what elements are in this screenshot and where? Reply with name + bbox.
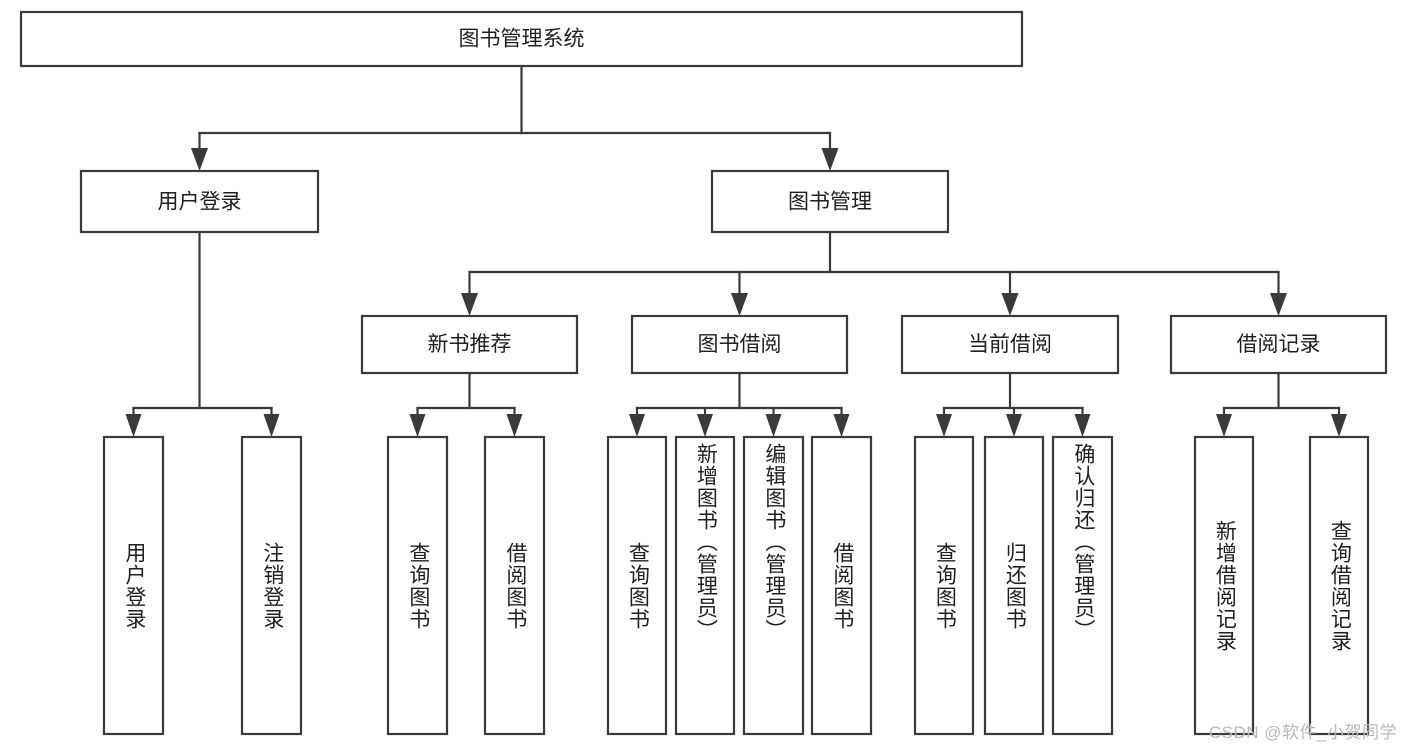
- leaf-boxes: [102, 435, 1370, 736]
- leaf-rect-edit-book-admin[interactable]: [742, 435, 805, 736]
- arrowhead-to-borrow-record: [1270, 293, 1287, 316]
- leaf-rect-borrow-book[interactable]: [810, 435, 873, 736]
- leaf-rect-query-book-borrow[interactable]: [606, 435, 668, 736]
- node-book-borrow[interactable]: 图书借阅: [630, 314, 849, 375]
- node-root-label: 图书管理系统: [459, 28, 585, 51]
- connector-book-borrow-to-leaves: [629, 371, 850, 437]
- node-book-borrow-label: 图书借阅: [698, 333, 782, 356]
- leaf-rect-query-book-rec[interactable]: [386, 435, 449, 736]
- node-user-login-rect[interactable]: [79, 169, 320, 234]
- leaf-rect-add-borrow-record[interactable]: [1193, 435, 1255, 736]
- leaf-rect-user-login[interactable]: [102, 435, 165, 736]
- arrowhead-user-login-leaf-2: [263, 414, 280, 437]
- arrowhead-to-new-book-rec: [461, 293, 478, 316]
- csdn-watermark: CSDN @软件_小贺同学: [1208, 723, 1397, 742]
- connector-book-mgmt-to-level2: [461, 230, 1287, 316]
- node-current-borrow-rect[interactable]: [900, 314, 1120, 375]
- node-root[interactable]: 图书管理系统: [19, 10, 1024, 68]
- connector-current-borrow-to-leaves: [936, 371, 1091, 437]
- leaf-rect-borrow-book-rec[interactable]: [483, 435, 546, 736]
- node-new-book-recommend-rect[interactable]: [360, 314, 579, 375]
- leaf-rect-logout[interactable]: [240, 435, 303, 736]
- node-new-book-recommend-label: 新书推荐: [428, 333, 512, 356]
- connector-user-login-to-leaves: [125, 230, 280, 437]
- node-borrow-record-label: 借阅记录: [1237, 333, 1321, 356]
- node-book-management[interactable]: 图书管理: [710, 169, 950, 234]
- node-book-management-label: 图书管理: [788, 191, 872, 214]
- node-user-login[interactable]: 用户登录: [79, 169, 320, 234]
- leaf-rect-query-borrow-record[interactable]: [1308, 435, 1370, 736]
- connector-new-book-rec-to-leaves: [409, 371, 523, 437]
- node-current-borrow-label: 当前借阅: [968, 333, 1052, 356]
- connector-root-to-level1: [191, 64, 839, 171]
- connector-borrow-record-to-leaves: [1216, 371, 1347, 437]
- arrowhead-user-login-leaf-1: [125, 414, 142, 437]
- node-user-login-label: 用户登录: [158, 191, 242, 214]
- arrowhead-to-book-mgmt: [821, 148, 839, 171]
- node-current-borrow[interactable]: 当前借阅: [900, 314, 1120, 375]
- leaf-rect-return-book[interactable]: [983, 435, 1045, 736]
- leaf-rect-confirm-return-admin[interactable]: [1051, 435, 1114, 736]
- node-new-book-recommend[interactable]: 新书推荐: [360, 314, 579, 375]
- arrowhead-to-user-login: [191, 148, 208, 171]
- arrowhead-to-book-borrow: [731, 293, 748, 316]
- node-borrow-record[interactable]: 借阅记录: [1169, 314, 1388, 375]
- arrowhead-to-current-borrow: [1001, 293, 1019, 316]
- leaf-rect-query-book-current[interactable]: [913, 435, 975, 736]
- node-root-rect[interactable]: [19, 10, 1024, 68]
- leaf-rect-add-book-admin[interactable]: [674, 435, 736, 736]
